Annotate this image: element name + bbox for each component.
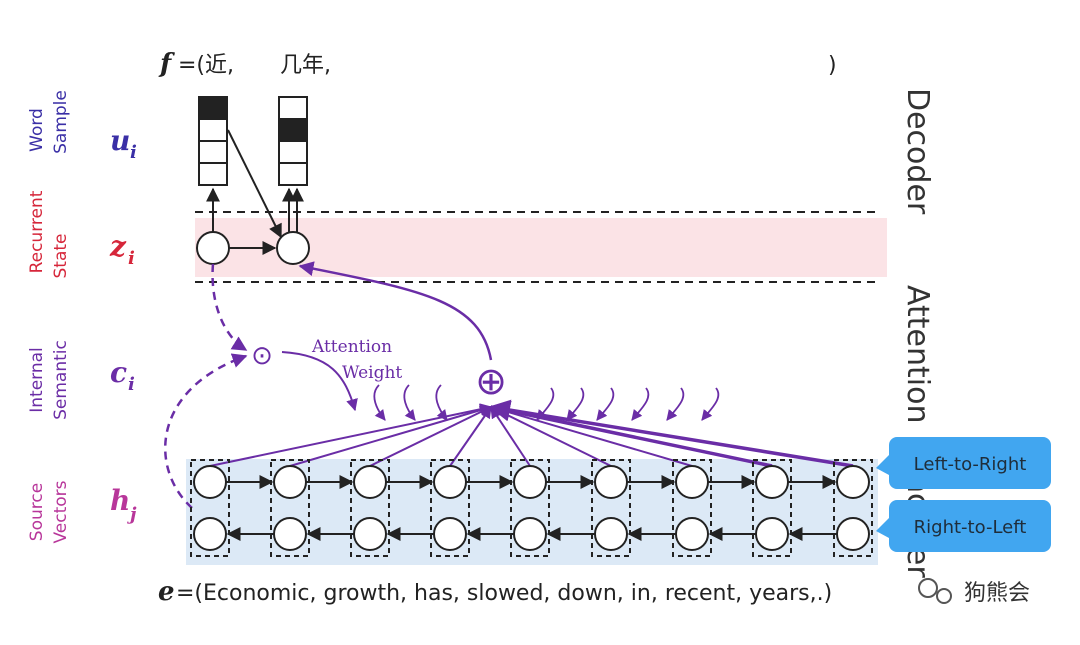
encoder-column-box [270, 459, 310, 557]
attention-weight-hook [373, 384, 386, 421]
watermark: 狗熊会 [918, 578, 1030, 606]
backward-encoder-node [755, 517, 789, 551]
decoder-state-node-2 [276, 231, 310, 265]
target-word-2: 几年, [280, 53, 331, 78]
svg-text:狗熊会: 狗熊会 [964, 581, 1030, 606]
backward-encoder-node [513, 517, 547, 551]
symbol-u-i: u i [110, 124, 137, 163]
encoder-column-box [510, 459, 550, 557]
attention-line [488, 399, 854, 468]
attention-weight-hook [666, 387, 685, 421]
svg-text:c: c [110, 356, 127, 389]
encoder-column-box [833, 459, 873, 557]
attention-weight-hook [536, 387, 555, 421]
source-sentence: =(Economic, growth, has, slowed, down, i… [176, 581, 832, 606]
backward-encoder-node [836, 517, 870, 551]
attention-sum-symbol: ⊕ [475, 359, 507, 403]
svg-text:u: u [110, 124, 130, 157]
sample-feedback-arrow [227, 129, 282, 239]
forward-encoder-node [594, 465, 628, 499]
attention-weight-hook [701, 387, 720, 421]
attention-weight-curve [281, 351, 358, 412]
side-label-attention: Attention [900, 285, 935, 423]
attention-weight-hook [596, 387, 615, 421]
svg-text:Semantic: Semantic [51, 340, 71, 420]
source-to-product-dashed [164, 353, 248, 509]
target-open: =(近, [178, 53, 234, 78]
svg-text:Source: Source [27, 483, 47, 541]
encoder-column-box [672, 459, 712, 557]
attention-line [209, 403, 493, 467]
svg-text:j: j [127, 504, 137, 525]
symbol-c-i: c i [110, 356, 135, 395]
left-to-right-tag: Left-to-Right [876, 437, 1051, 489]
forward-encoder-node [513, 465, 547, 499]
source-symbol-e: e [158, 577, 175, 607]
side-label-decoder: Decoder [900, 88, 935, 215]
backward-encoder-node [433, 517, 467, 551]
attention-lines [209, 399, 854, 468]
attention-line [289, 404, 493, 467]
svg-text:i: i [128, 374, 135, 395]
encoder-bidirectional-rnn [190, 459, 873, 557]
encoder-column-box [430, 459, 470, 557]
svg-text:i: i [130, 142, 137, 163]
svg-text:Right-to-Left: Right-to-Left [914, 517, 1027, 538]
right-to-left-tag: Right-to-Left [876, 500, 1051, 552]
attention-weight-label-line2: Weight [342, 363, 402, 383]
attention-weight-label-line1: Attention [311, 337, 392, 357]
attention-weight-hook [435, 384, 448, 421]
forward-encoder-node [836, 465, 870, 499]
forward-encoder-node [353, 465, 387, 499]
forward-encoder-node [193, 465, 227, 499]
svg-text:Internal: Internal [27, 347, 47, 413]
forward-encoder-node [433, 465, 467, 499]
context-product-symbol: ⊙ [251, 341, 273, 371]
attention-weight-hook [631, 387, 650, 421]
backward-encoder-node [675, 517, 709, 551]
word-sample-stack-1 [198, 96, 228, 186]
svg-text:i: i [128, 248, 135, 269]
encoder-column-box [350, 459, 390, 557]
word-sample-stack-2 [278, 96, 308, 186]
target-close: ) [828, 53, 837, 78]
context-to-decoder-arrow [298, 261, 493, 361]
backward-encoder-node [193, 517, 227, 551]
attention-line [488, 400, 773, 468]
svg-text:Sample: Sample [51, 90, 71, 154]
row-label-source-vectors: Source Vectors [27, 480, 71, 543]
target-symbol-f: f [158, 49, 175, 79]
state-to-product-dashed [211, 263, 248, 352]
svg-text:Recurrent: Recurrent [27, 190, 47, 273]
svg-text:z: z [109, 230, 127, 263]
forward-encoder-node [273, 465, 307, 499]
forward-encoder-node [675, 465, 709, 499]
attention-weight-hooks [373, 384, 720, 421]
encoder-column-box [752, 459, 792, 557]
row-label-word-sample: Word Sample [27, 90, 71, 154]
forward-encoder-node [755, 465, 789, 499]
symbol-z-i: z i [109, 230, 135, 269]
attention-line [369, 406, 493, 467]
backward-encoder-node [594, 517, 628, 551]
svg-text:State: State [51, 234, 71, 279]
backward-encoder-node [273, 517, 307, 551]
svg-text:Vectors: Vectors [51, 480, 71, 543]
encoder-column-box [591, 459, 631, 557]
attention-weight-hook [566, 387, 585, 421]
backward-encoder-node [353, 517, 387, 551]
encoder-column-box [190, 459, 230, 557]
svg-text:Left-to-Right: Left-to-Right [914, 454, 1027, 475]
attention-weight-hook [403, 384, 416, 421]
svg-text:h: h [110, 484, 130, 517]
row-label-internal-semantic: Internal Semantic [27, 340, 71, 420]
svg-text:Word: Word [27, 108, 47, 152]
symbol-h-j: h j [110, 484, 137, 525]
decoder-state-node-1 [196, 231, 230, 265]
attention-line [449, 406, 492, 467]
attention-line [489, 404, 693, 467]
row-label-recurrent-state: Recurrent State [27, 190, 71, 278]
